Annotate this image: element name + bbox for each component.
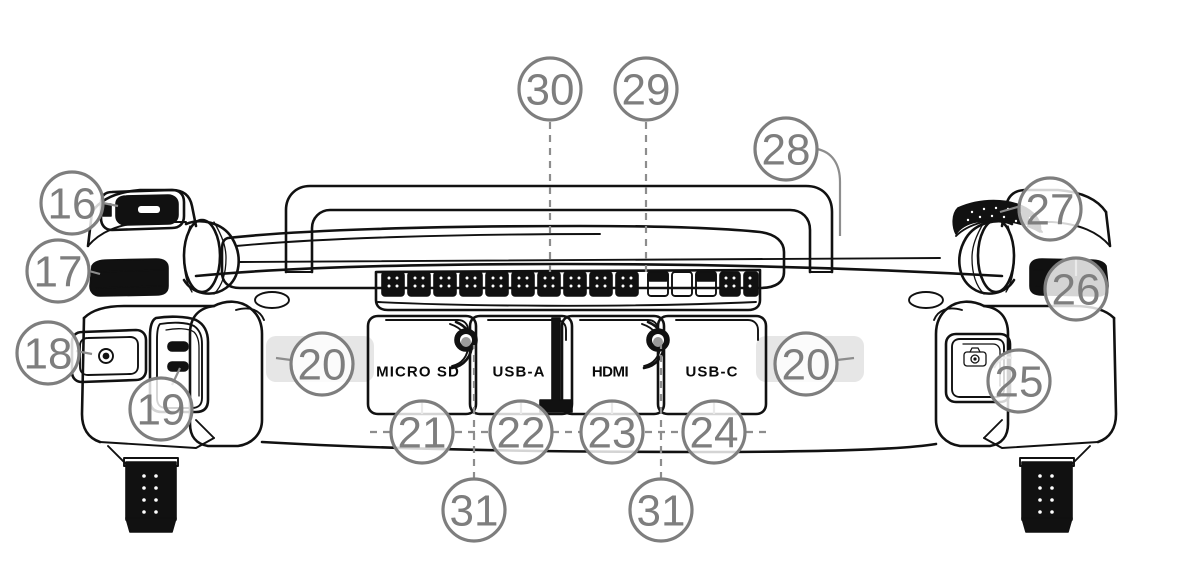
callout-18-label: 18 bbox=[24, 330, 73, 379]
port-recess-usbc bbox=[656, 314, 768, 416]
port-recess-usba bbox=[468, 314, 574, 416]
callout-16[interactable]: 16 bbox=[39, 170, 105, 236]
control-slot-17 bbox=[89, 258, 169, 297]
callout-22-label: 22 bbox=[497, 409, 546, 458]
callout-28-label: 28 bbox=[762, 126, 811, 175]
callout-29-label: 29 bbox=[622, 66, 671, 115]
callout-31-right[interactable]: 31 bbox=[628, 477, 694, 543]
port-recess-microsd bbox=[366, 314, 478, 416]
callout-31-left[interactable]: 31 bbox=[441, 477, 507, 543]
fastener-microsd-usba bbox=[449, 320, 478, 370]
callout-27[interactable]: 27 bbox=[1017, 176, 1083, 242]
callout-26-label: 26 bbox=[1052, 266, 1101, 315]
callout-24-label: 24 bbox=[690, 409, 739, 458]
left-controls bbox=[70, 188, 210, 414]
chassis-outline bbox=[80, 188, 1118, 533]
callout-25[interactable]: 25 bbox=[986, 348, 1052, 414]
callout-28[interactable]: 28 bbox=[753, 116, 819, 182]
fastener-hdmi-usbc bbox=[641, 320, 670, 370]
label-usb-c: USB-C bbox=[686, 364, 739, 381]
callout-18[interactable]: 18 bbox=[15, 320, 81, 386]
label-usb-a: USB-A bbox=[493, 364, 546, 381]
callout-20-right[interactable]: 20 bbox=[773, 331, 839, 397]
callout-23-label: 23 bbox=[588, 409, 637, 458]
callout-20-left[interactable]: 20 bbox=[289, 331, 355, 397]
label-micro-sd: MICRO SD bbox=[376, 364, 460, 381]
callout-31-right-label: 31 bbox=[637, 487, 686, 536]
callout-31-left-label: 31 bbox=[450, 487, 499, 536]
top-bar bbox=[220, 224, 786, 290]
callout-25-label: 25 bbox=[995, 358, 1044, 407]
control-toggle-19 bbox=[148, 315, 210, 414]
port-label-group: MICRO SD USB-A HDMI USB-C bbox=[376, 364, 739, 381]
left-rubber-foot bbox=[123, 457, 179, 533]
left-hinge-knob bbox=[182, 218, 240, 295]
right-hinge-knob bbox=[958, 218, 1016, 295]
callout-20-right-label: 20 bbox=[782, 341, 831, 390]
vent-fins-open bbox=[647, 271, 759, 297]
vent-fins-dotted bbox=[381, 271, 639, 297]
callout-30-label: 30 bbox=[526, 66, 575, 115]
camera-icon bbox=[963, 347, 987, 367]
callout-20-left-label: 20 bbox=[298, 341, 347, 390]
callout-group: 16 17 18 19 20 21 bbox=[15, 56, 1109, 543]
callout-19-label: 19 bbox=[137, 386, 186, 435]
label-hdmi: HDMI bbox=[592, 364, 629, 381]
callout-17-label: 17 bbox=[34, 248, 83, 297]
callout-16-label: 16 bbox=[48, 180, 97, 229]
control-button-16 bbox=[99, 188, 186, 232]
right-rubber-foot bbox=[1019, 457, 1075, 533]
callout-19[interactable]: 19 bbox=[128, 376, 194, 442]
leader-lines bbox=[75, 122, 1078, 479]
callout-24[interactable]: 24 bbox=[681, 399, 747, 465]
callout-17[interactable]: 17 bbox=[25, 238, 91, 304]
vent-grille bbox=[374, 268, 762, 312]
callout-21[interactable]: 21 bbox=[389, 399, 455, 465]
callout-26[interactable]: 26 bbox=[1043, 256, 1109, 322]
carry-handle bbox=[284, 184, 834, 274]
callout-22[interactable]: 22 bbox=[488, 399, 554, 465]
callout-30[interactable]: 30 bbox=[517, 56, 583, 122]
callout-29[interactable]: 29 bbox=[613, 56, 679, 122]
callout-23[interactable]: 23 bbox=[579, 399, 645, 465]
callout-21-label: 21 bbox=[398, 409, 447, 458]
callout-27-label: 27 bbox=[1026, 186, 1075, 235]
